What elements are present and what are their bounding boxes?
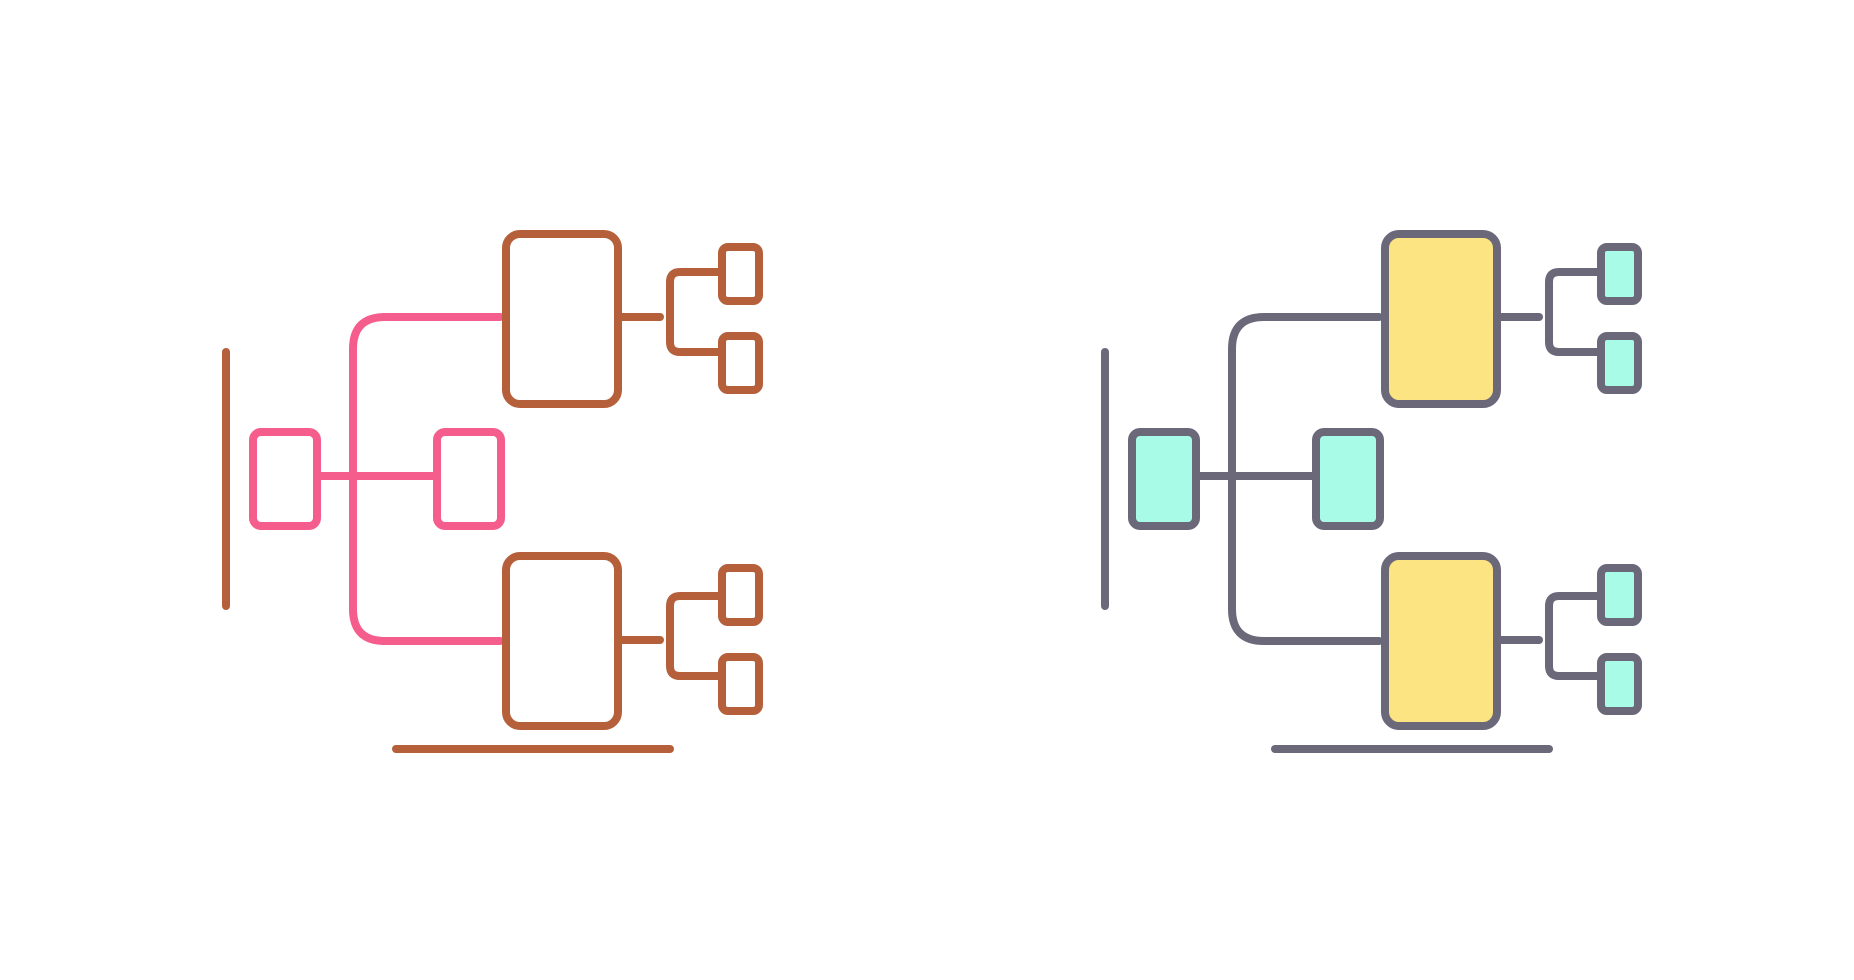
bottom-branch-bracket — [666, 592, 724, 680]
leaf-box-4 — [718, 653, 763, 715]
leaf-box-1 — [1597, 243, 1642, 305]
leaf-box-2 — [718, 332, 763, 394]
bottom-branch-bracket — [1545, 592, 1603, 680]
large-top-box — [1381, 230, 1501, 408]
middle-right-box — [433, 428, 505, 530]
hierarchy-filled-icon — [1101, 230, 1642, 753]
leaf-box-4 — [1597, 653, 1642, 715]
middle-left-box — [1128, 428, 1200, 530]
large-bottom-box — [502, 552, 622, 730]
large-top-box — [502, 230, 622, 408]
top-branch-bracket — [1545, 268, 1603, 356]
top-branch-bracket — [666, 268, 724, 356]
middle-left-box — [249, 428, 321, 530]
leaf-box-3 — [718, 564, 763, 626]
leaf-box-1 — [718, 243, 763, 305]
hierarchy-outline-icon — [222, 230, 763, 753]
leaf-box-3 — [1597, 564, 1642, 626]
middle-right-box — [1312, 428, 1384, 530]
large-bottom-box — [1381, 552, 1501, 730]
leaf-box-2 — [1597, 332, 1642, 394]
